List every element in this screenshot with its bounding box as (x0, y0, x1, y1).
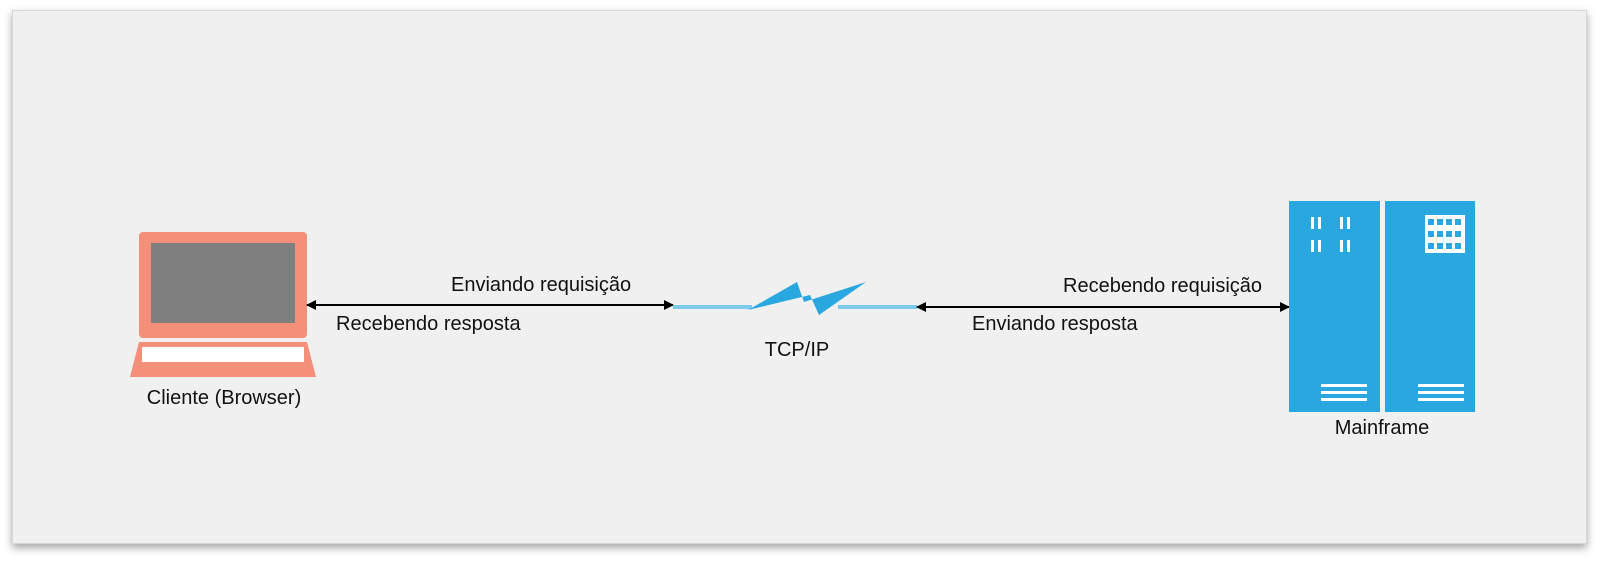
lightning-bolt-icon (748, 282, 866, 315)
laptop-screen (151, 243, 295, 323)
laptop-keyboard (142, 347, 304, 362)
mainframe-server-icon (1289, 201, 1475, 412)
server-right-grid (1425, 215, 1465, 253)
left-top-label: Enviando requisição (451, 274, 632, 296)
server-vents (1321, 384, 1464, 401)
left-bottom-label: Recebendo resposta (336, 313, 521, 335)
server-cabinet-left (1289, 201, 1380, 412)
laptop-icon (130, 232, 316, 377)
server-label: Mainframe (1334, 417, 1430, 439)
network-label: TCP/IP (764, 339, 830, 361)
client-label: Cliente (Browser) (146, 387, 302, 409)
server-left-indicators (1311, 217, 1350, 252)
right-bottom-label: Enviando resposta (972, 313, 1138, 335)
right-top-label: Recebendo requisição (1063, 275, 1263, 297)
